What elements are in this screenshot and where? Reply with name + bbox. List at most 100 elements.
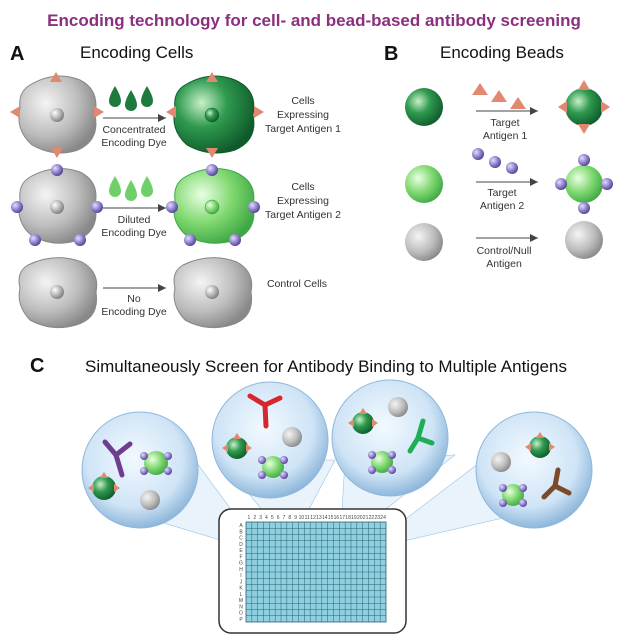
antibody-purple <box>102 439 133 478</box>
plate-row-label: L <box>240 592 243 598</box>
bead-dark-green <box>529 436 551 458</box>
bead-light-green <box>502 484 524 506</box>
plate-column-label: 13 <box>316 515 322 521</box>
cell-row3-after <box>173 257 253 329</box>
plate-column-label: 21 <box>363 515 369 521</box>
bead-light-green <box>405 165 443 203</box>
plate-column-label: 22 <box>369 515 375 521</box>
result-row2-line3: Target Antigen 2 <box>265 209 341 221</box>
plate-column-label: 16 <box>334 515 340 521</box>
panel-b-heading: Encoding Beads <box>440 43 564 62</box>
plate-row-label: O <box>239 611 243 617</box>
plate-wells <box>245 521 387 623</box>
bead-arrow-row3-line2: Antigen <box>486 258 522 270</box>
antigen2-spheres <box>472 148 518 174</box>
antigen2-sphere <box>51 164 63 176</box>
plate-column-label: 3 <box>259 515 262 521</box>
plate-column-label: 5 <box>271 515 274 521</box>
bead-dark-green <box>405 88 443 126</box>
plate-column-label: 8 <box>288 515 291 521</box>
plate-column-label: 6 <box>277 515 280 521</box>
plate-row-label: A <box>239 523 243 529</box>
bead-dark-green <box>92 476 116 500</box>
result-row2-line1: Cells <box>291 181 314 193</box>
bead-dark-green <box>352 412 374 434</box>
bead-gray <box>388 397 408 417</box>
antigen1-triangle <box>10 106 20 118</box>
plate-column-label: 12 <box>310 515 316 521</box>
plate-row-label: C <box>239 536 243 542</box>
bead-light-green <box>144 451 168 475</box>
panel-a-heading: Encoding Cells <box>80 43 193 62</box>
panel-c-heading: Simultaneously Screen for Antibody Bindi… <box>85 357 567 376</box>
result-row3-line1: Control Cells <box>267 278 327 290</box>
bead-dark-green <box>226 437 248 459</box>
figure-title: Encoding technology for cell- and bead-b… <box>47 11 581 30</box>
result-row2-line2: Expressing <box>277 195 329 207</box>
plate-column-label: 15 <box>328 515 334 521</box>
plate-column-label: 14 <box>322 515 328 521</box>
cell-row3-before <box>18 257 98 329</box>
bead-gray-control <box>565 221 603 259</box>
bead-arrow-row2-line1: Target <box>487 187 516 199</box>
arrow-label-row3-line1: No <box>127 293 141 305</box>
plate-column-label: 18 <box>345 515 351 521</box>
cell-row2-after <box>166 164 260 246</box>
antibody-brown <box>541 467 572 500</box>
bubble-1 <box>81 411 199 529</box>
cell-row2-before <box>11 164 103 246</box>
cell-row1-before <box>10 72 104 158</box>
panel-c-letter: C <box>30 355 44 377</box>
dye-drops-concentrated <box>109 86 153 111</box>
plate-row-label: D <box>239 542 243 548</box>
bead-light-green <box>262 456 284 478</box>
plate-row-label: J <box>240 579 243 585</box>
bead-arrow-row1-line1: Target <box>490 117 519 129</box>
plate-column-label: 17 <box>339 515 345 521</box>
arrow-label-row3-line2: Encoding Dye <box>101 306 167 318</box>
antigen2-sphere <box>91 201 103 213</box>
antigen1-triangles <box>472 83 526 109</box>
result-row1-line3: Target Antigen 1 <box>265 123 341 135</box>
bead-dark-green-coated <box>558 80 610 134</box>
plate-row-label: P <box>239 617 243 623</box>
arrow-label-row2-line2: Encoding Dye <box>101 227 167 239</box>
arrow-label-row1-line2: Encoding Dye <box>101 137 167 149</box>
plate-row-label: K <box>239 586 243 592</box>
panel-a-letter: A <box>10 43 24 65</box>
bead-gray <box>491 452 511 472</box>
bubble-3 <box>331 379 449 497</box>
bead-gray <box>140 490 160 510</box>
plate-column-label: 9 <box>294 515 297 521</box>
plate-row-label: G <box>239 561 243 567</box>
plate-column-label: 23 <box>374 515 380 521</box>
plate-row-label: M <box>239 598 243 604</box>
bead-arrow-row2-line2: Antigen 2 <box>480 200 525 212</box>
antigen1-triangle <box>94 106 104 118</box>
antigen2-sphere <box>29 234 41 246</box>
bubble-2 <box>211 381 329 499</box>
result-row1-line1: Cells <box>291 95 314 107</box>
arrow-label-row1-line1: Concentrated <box>102 124 165 136</box>
antibody-red <box>247 393 283 429</box>
plate-row-label: F <box>239 554 242 560</box>
plate-row-label: E <box>239 548 243 554</box>
cell-row1-after <box>166 72 264 158</box>
result-row1-line2: Expressing <box>277 109 329 121</box>
plate-column-label: 11 <box>305 515 310 521</box>
plate-column-label: 10 <box>299 515 305 521</box>
antigen2-sphere <box>74 234 86 246</box>
plate-column-label: 2 <box>253 515 256 521</box>
arrow-label-row2-line1: Diluted <box>118 214 151 226</box>
bead-gray <box>405 223 443 261</box>
plate-column-label: 7 <box>283 515 286 521</box>
plate-column-label: 4 <box>265 515 268 521</box>
plate-row-label: N <box>239 604 243 610</box>
bead-gray <box>282 427 302 447</box>
bead-light-green <box>371 451 393 473</box>
plate-row-label: I <box>240 573 241 579</box>
antigen2-sphere <box>11 201 23 213</box>
